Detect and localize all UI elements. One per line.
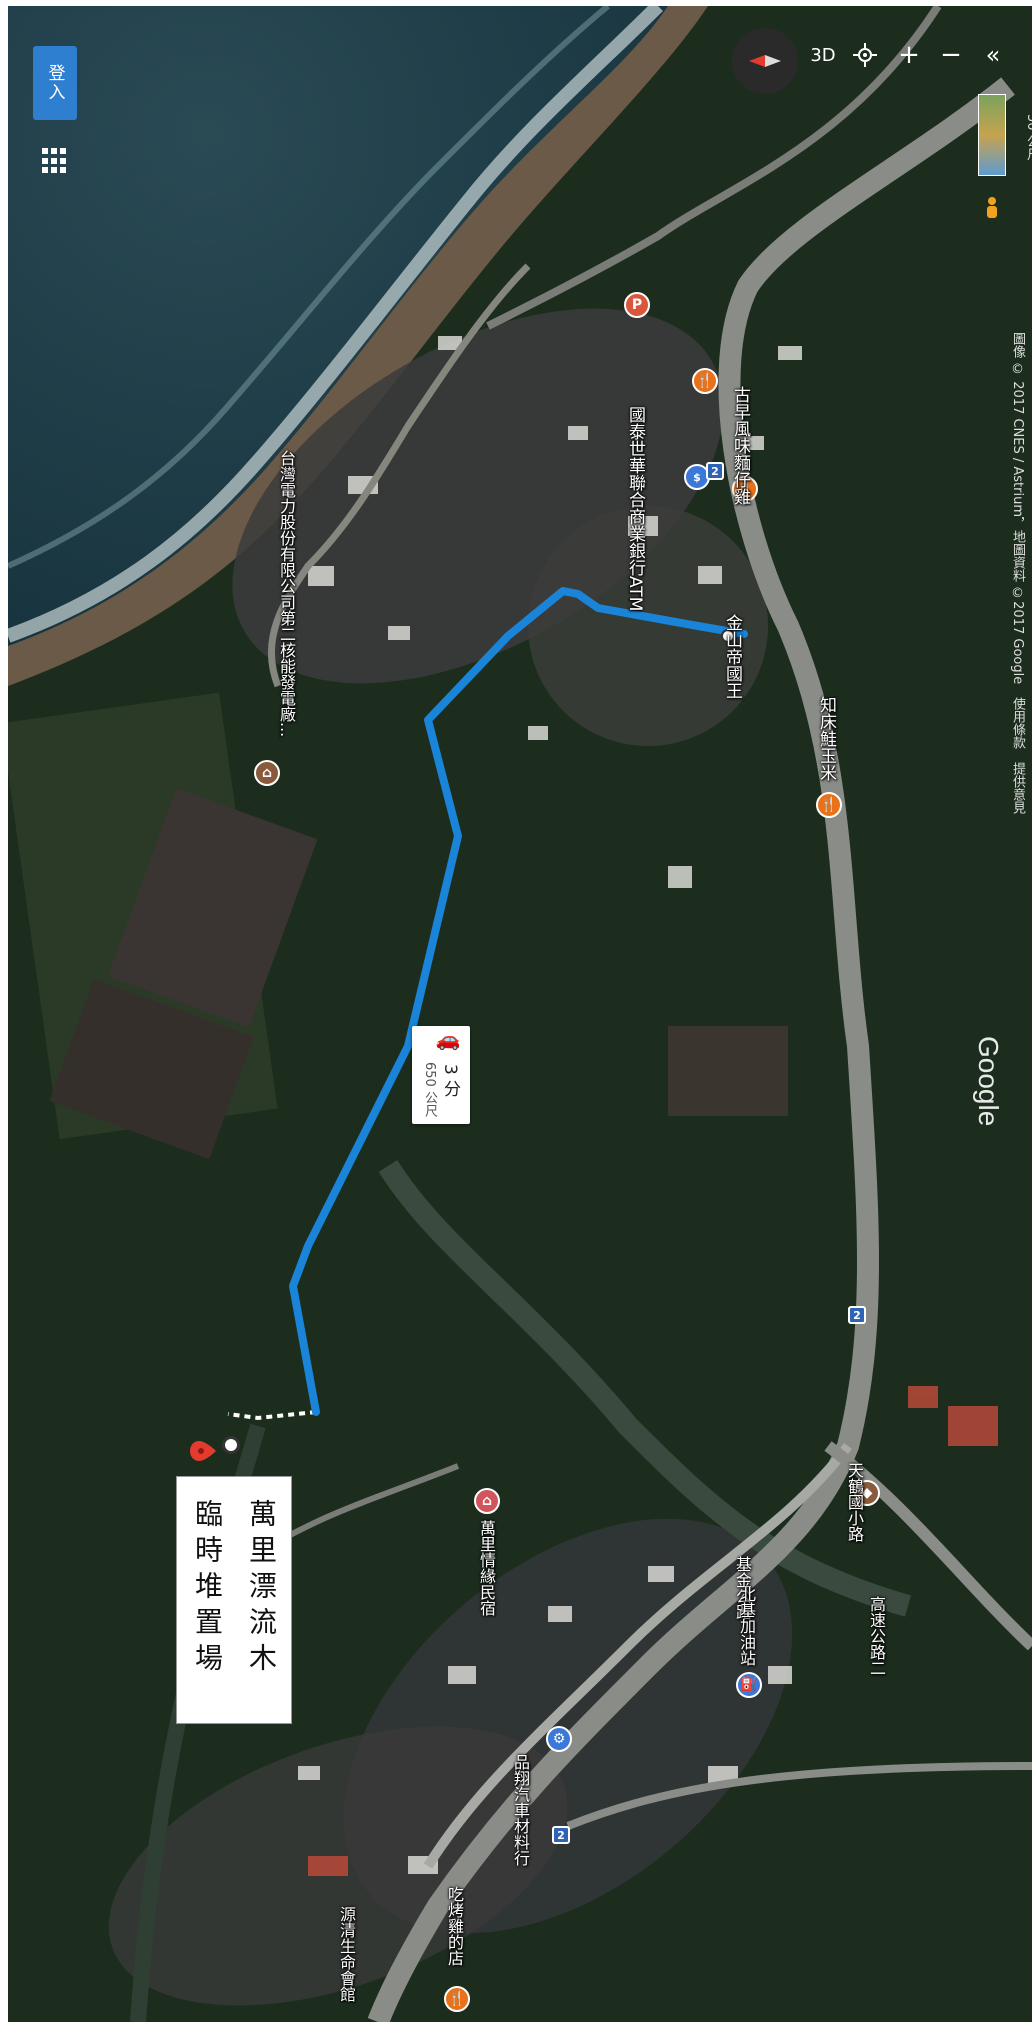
restaurant-icon[interactable]: 🍴 — [732, 476, 758, 502]
label-restaurant3[interactable]: 吃烤雞的店 — [445, 1886, 464, 1966]
scale-label[interactable]: 50 公尺 — [1024, 114, 1032, 161]
road-coast-lower — [824, 1441, 1032, 1651]
route-start-point — [721, 629, 735, 643]
field-plot — [668, 1026, 788, 1116]
restaurant-icon[interactable]: 🍴 — [692, 368, 718, 394]
destination-line2: 臨時堆置場 — [191, 1499, 224, 1679]
car-shop-icon[interactable]: ⚙ — [546, 1726, 572, 1752]
restaurant-icon[interactable]: 🍴 — [444, 1986, 470, 2012]
collapse-button[interactable]: « — [985, 41, 1001, 69]
road-south — [566, 1762, 1032, 1830]
route-path — [289, 587, 748, 1416]
car-icon: 🚗 — [436, 1036, 460, 1061]
login-button[interactable]: 登入 — [33, 46, 77, 120]
my-location-icon[interactable] — [846, 36, 884, 74]
zoom-in-button[interactable]: + — [898, 40, 920, 70]
museum-icon[interactable]: ⌂ — [254, 760, 280, 786]
road-jijin — [423, 1442, 852, 1869]
destination-pin-icon[interactable] — [188, 1436, 218, 1470]
label-hall[interactable]: 源清生命會館 — [337, 1906, 356, 2002]
lodging-icon[interactable]: ⌂ — [474, 1488, 500, 1514]
satellite-map[interactable] — [8, 6, 1032, 2022]
route-shield-2: 2 — [706, 462, 724, 480]
map-attribution[interactable]: 圖像 © 2017 CNES / Astrium，地圖資料 ©2017 Goog… — [1010, 332, 1025, 815]
label-temple[interactable]: 金山帝國王 — [722, 614, 742, 699]
label-car-shop[interactable]: 品翔汽車材料行 — [511, 1754, 530, 1866]
label-gas-station[interactable]: 北基加油站 — [737, 1586, 756, 1666]
gas-station-icon[interactable]: ⛽ — [736, 1672, 762, 1698]
destination-point — [222, 1436, 240, 1454]
surf-line — [8, 6, 663, 643]
school-icon[interactable]: ◆ — [854, 1480, 880, 1506]
route-distance: 650 公尺 — [422, 1062, 437, 1117]
river — [378, 1160, 912, 1617]
imagery-thumbnail[interactable] — [978, 94, 1006, 176]
label-restaurant2[interactable]: 知床鮭玉米 — [816, 696, 836, 781]
label-road-tianhe: 天鶴國小路 — [845, 1462, 864, 1542]
field-plot — [49, 978, 254, 1160]
pegman-icon[interactable] — [982, 196, 1002, 222]
surf-line — [8, 6, 610, 569]
label-power-company[interactable]: 台灣電力股份有限公司第二核能發電廠... — [277, 450, 296, 738]
label-road-highway: 高速公路二 — [867, 1596, 886, 1676]
label-bank[interactable]: 國泰世華聯合商業銀行ATM — [625, 406, 645, 612]
road-village — [267, 263, 531, 688]
field-plot — [108, 788, 318, 1028]
label-homestay[interactable]: 萬里情緣民宿 — [477, 1520, 496, 1616]
restaurant-icon[interactable]: 🍴 — [816, 792, 842, 818]
route-info-card[interactable]: 🚗 3 分 650 公尺 — [412, 1026, 470, 1124]
road-upper — [486, 6, 942, 330]
route-dotted — [227, 1410, 317, 1421]
destination-line1: 萬里漂流木 — [245, 1499, 278, 1679]
route-shield-2: 2 — [552, 1826, 570, 1844]
route-time: 3 分 — [440, 1064, 460, 1098]
label-road-jijin: 基金公路 — [733, 1556, 752, 1620]
apps-grid-icon[interactable] — [42, 148, 68, 174]
destination-label-box: 萬里漂流木 臨時堆置場 — [176, 1476, 292, 1724]
tilt-3d-button[interactable]: 3D — [810, 44, 836, 66]
zoom-out-button[interactable]: − — [940, 40, 962, 70]
beach — [8, 6, 708, 686]
label-restaurant1[interactable]: 古早風味麵仔雞 — [730, 386, 750, 505]
map-frame: 登入 3D + − « P 🍴 🍴 $ 🍴 ⌂ ⌂ ◆ ⛽ ⚙ 🍴 2 2 2 … — [8, 6, 1032, 2022]
route-shield-2: 2 — [848, 1306, 866, 1324]
google-logo: Google — [973, 1036, 1004, 1127]
road-highway-2 — [367, 77, 1015, 2022]
parking-icon[interactable]: P — [624, 292, 650, 318]
atm-icon[interactable]: $ — [684, 464, 710, 490]
compass-icon[interactable] — [732, 28, 798, 94]
